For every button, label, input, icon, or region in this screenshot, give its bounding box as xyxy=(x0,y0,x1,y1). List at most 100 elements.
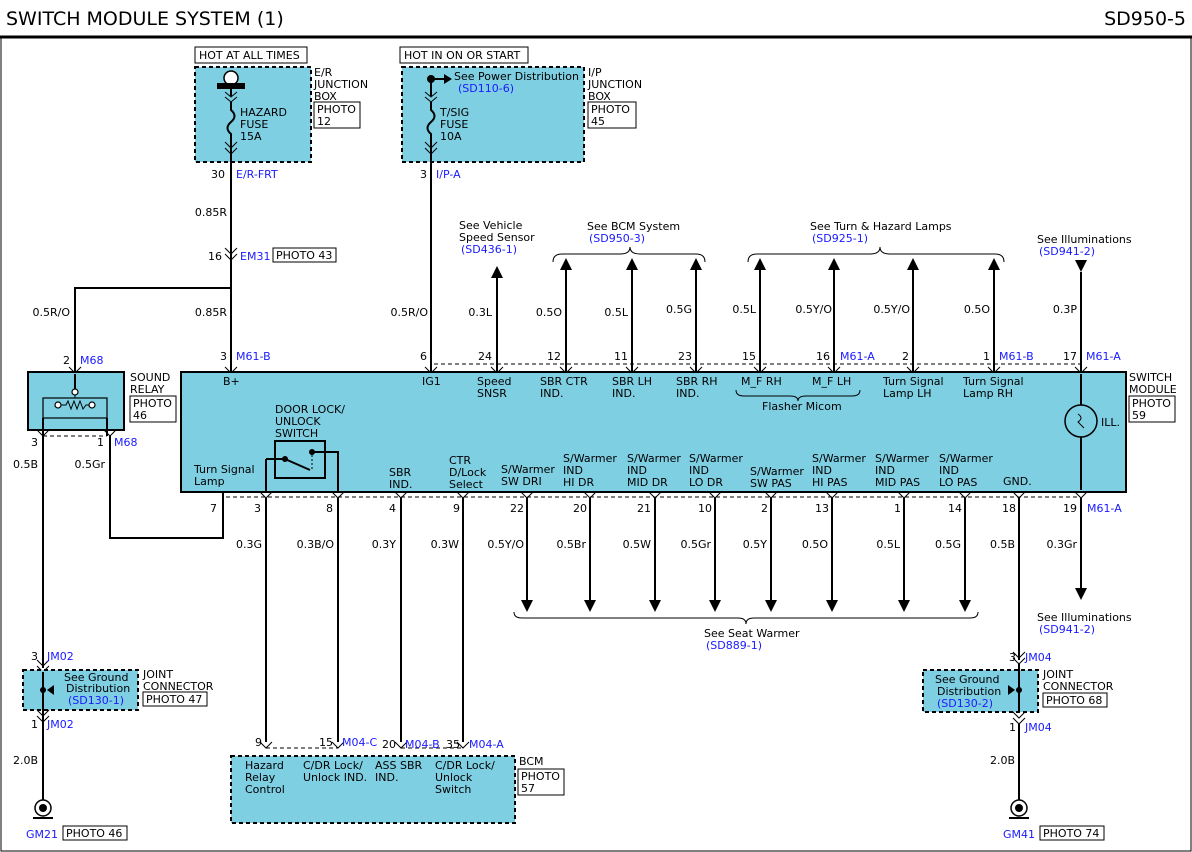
jm02-ref-link[interactable]: (SD130-1) xyxy=(68,694,124,707)
tsig-fuse-line2: FUSE xyxy=(440,118,468,131)
battery-symbol xyxy=(223,70,239,86)
label-ctr-line3: Select xyxy=(449,478,484,491)
jm02-see-line2: Distribution xyxy=(66,682,130,695)
bcm-conn-m04b: M04-B xyxy=(405,738,440,751)
illum-bottom-link[interactable]: (SD941-2) xyxy=(1039,623,1095,636)
jm04-see-line2: Distribution xyxy=(937,685,1001,698)
label-ts-rh-line2: Lamp RH xyxy=(963,387,1013,400)
label-speed-line1: Speed xyxy=(477,375,511,388)
switch-module-photo-number: 59 xyxy=(1132,409,1146,422)
label-ts-lh-line1: Turn Signal xyxy=(882,375,944,388)
wire-label-05l-a: 0.5L xyxy=(604,306,628,319)
ref-speed-link[interactable]: (SD436-1) xyxy=(461,243,517,256)
label-sbr-ind-line1: SBR xyxy=(389,466,412,479)
jm02-see-line1: See Ground xyxy=(64,671,128,684)
wire-label-05yo-a: 0.5Y/O xyxy=(795,303,832,316)
wire-label-05yo-b: 0.5Y/O xyxy=(873,303,910,316)
conn-m61a-bottom: M61-A xyxy=(1087,502,1122,515)
conn-m61b-left: M61-B xyxy=(236,350,271,363)
wire-label-05l-b: 0.5L xyxy=(732,303,756,316)
arrow-down-icon xyxy=(1075,260,1087,272)
bcm-pin-9: 9 xyxy=(255,736,262,749)
illumination-lamp-icon xyxy=(1064,404,1098,438)
ip-photo-label: PHOTO xyxy=(591,103,630,116)
bwire-05g: 0.5G xyxy=(935,538,961,551)
conn-m61b-right: M61-B xyxy=(999,350,1034,363)
jm02-pin-bot: 1 xyxy=(31,718,38,731)
label-mid-pas-line3: MID PAS xyxy=(875,476,920,489)
pin-bot-4: 4 xyxy=(389,502,396,515)
ip-photo-number: 45 xyxy=(591,115,605,128)
jm04-pin-bot: 1 xyxy=(1009,721,1016,734)
label-gnd: GND. xyxy=(1003,475,1032,488)
label-mid-dr-line1: S/Warmer xyxy=(627,452,681,465)
arrow-up-icon xyxy=(828,258,840,270)
er-photo-number: 12 xyxy=(317,115,331,128)
wire-label-20b-right: 2.0B xyxy=(990,754,1015,767)
pin-bot-10: 10 xyxy=(698,502,712,515)
ref-turn-link[interactable]: (SD925-1) xyxy=(812,232,868,245)
er-name-line2: JUNCTION xyxy=(313,78,368,91)
ref-speed-line1: See Vehicle xyxy=(459,219,523,232)
em31-pin: 16 xyxy=(208,250,222,263)
relay-conn-bot: M68 xyxy=(114,436,138,449)
bcm-cdr-sw-line2: Unlock xyxy=(435,771,473,784)
pin-bot-22: 22 xyxy=(510,502,524,515)
ref-illum-link[interactable]: (SD941-2) xyxy=(1039,245,1095,258)
jm02-label-line1: JOINT xyxy=(142,668,173,681)
wire-label-05ro-ig: 0.5R/O xyxy=(390,306,428,319)
pin-top-1: 1 xyxy=(983,350,990,363)
arrow-up-icon xyxy=(690,258,702,270)
bcm-box xyxy=(230,755,516,824)
bcm-pin-20: 20 xyxy=(382,738,396,751)
pin-top-24: 24 xyxy=(478,350,492,363)
wire-label-05g: 0.5G xyxy=(666,303,692,316)
bcm-cdr-sw-line3: Switch xyxy=(435,783,471,796)
pin-top-15: 15 xyxy=(742,350,756,363)
arrow-down-icon xyxy=(826,600,838,612)
label-sbr-ctr-line2: IND. xyxy=(540,387,563,400)
label-turn-lamp-line2: Lamp xyxy=(194,475,225,488)
ill-label: ILL. xyxy=(1101,416,1120,429)
seat-ref-link[interactable]: (SD889-1) xyxy=(706,639,762,652)
bwire-03bo: 0.3B/O xyxy=(297,538,335,551)
relay-coil-box xyxy=(42,397,108,419)
ref-bcm-link[interactable]: (SD950-3) xyxy=(589,232,645,245)
arrow-up-icon xyxy=(560,258,572,270)
tsig-fuse-line3: 10A xyxy=(440,130,462,143)
ground-arrow-icon xyxy=(1008,685,1015,695)
battery-bar xyxy=(217,83,245,89)
seat-ref-text: See Seat Warmer xyxy=(704,627,800,640)
pin-top-6: 6 xyxy=(420,350,427,363)
label-sw-pas-line2: SW PAS xyxy=(750,477,792,490)
bcm-cdr-ind-line1: C/DR Lock/ xyxy=(303,759,363,772)
switch-module-name-line2: MODULE xyxy=(1129,383,1177,396)
jm02-name-top: JM02 xyxy=(46,650,74,663)
pin-top-17: 17 xyxy=(1063,350,1077,363)
bwire-05yo: 0.5Y/O xyxy=(487,538,524,551)
bcm-hazard-line2: Relay xyxy=(245,771,276,784)
label-turn-lamp-line1: Turn Signal xyxy=(193,463,255,476)
hazard-fuse-line2: FUSE xyxy=(240,118,268,131)
pin-bot-20: 20 xyxy=(573,502,587,515)
page-title: SWITCH MODULE SYSTEM (1) xyxy=(6,8,284,30)
bcm-hazard-line1: Hazard xyxy=(245,759,284,772)
arrow-down-icon xyxy=(765,600,777,612)
label-hi-dr-line1: S/Warmer xyxy=(563,452,617,465)
label-hi-pas-line3: HI PAS xyxy=(812,476,847,489)
pin-top-11: 11 xyxy=(614,350,628,363)
bcm-cdr-ind-line2: Unlock IND. xyxy=(303,771,367,784)
bcm-hazard-line3: Control xyxy=(245,783,285,796)
arrow-down-icon xyxy=(709,600,721,612)
jm04-ref-link[interactable]: (SD130-2) xyxy=(937,697,993,710)
wire-em31-to-sound-relay xyxy=(74,287,231,374)
relay-conn-top: M68 xyxy=(80,354,104,367)
ground-gm41-label: GM41 xyxy=(1003,828,1035,841)
page-code: SD950-5 xyxy=(1104,8,1186,30)
er-name-line1: E/R xyxy=(314,66,333,79)
bcm-conn-m04c: M04-C xyxy=(342,736,377,749)
wire-label-085r-top: 0.85R xyxy=(195,206,227,219)
ip-see-ref[interactable]: (SD110-6) xyxy=(458,82,514,95)
ref-speed-line2: Speed Sensor xyxy=(459,231,535,244)
label-hi-dr-line3: HI DR xyxy=(563,476,594,489)
